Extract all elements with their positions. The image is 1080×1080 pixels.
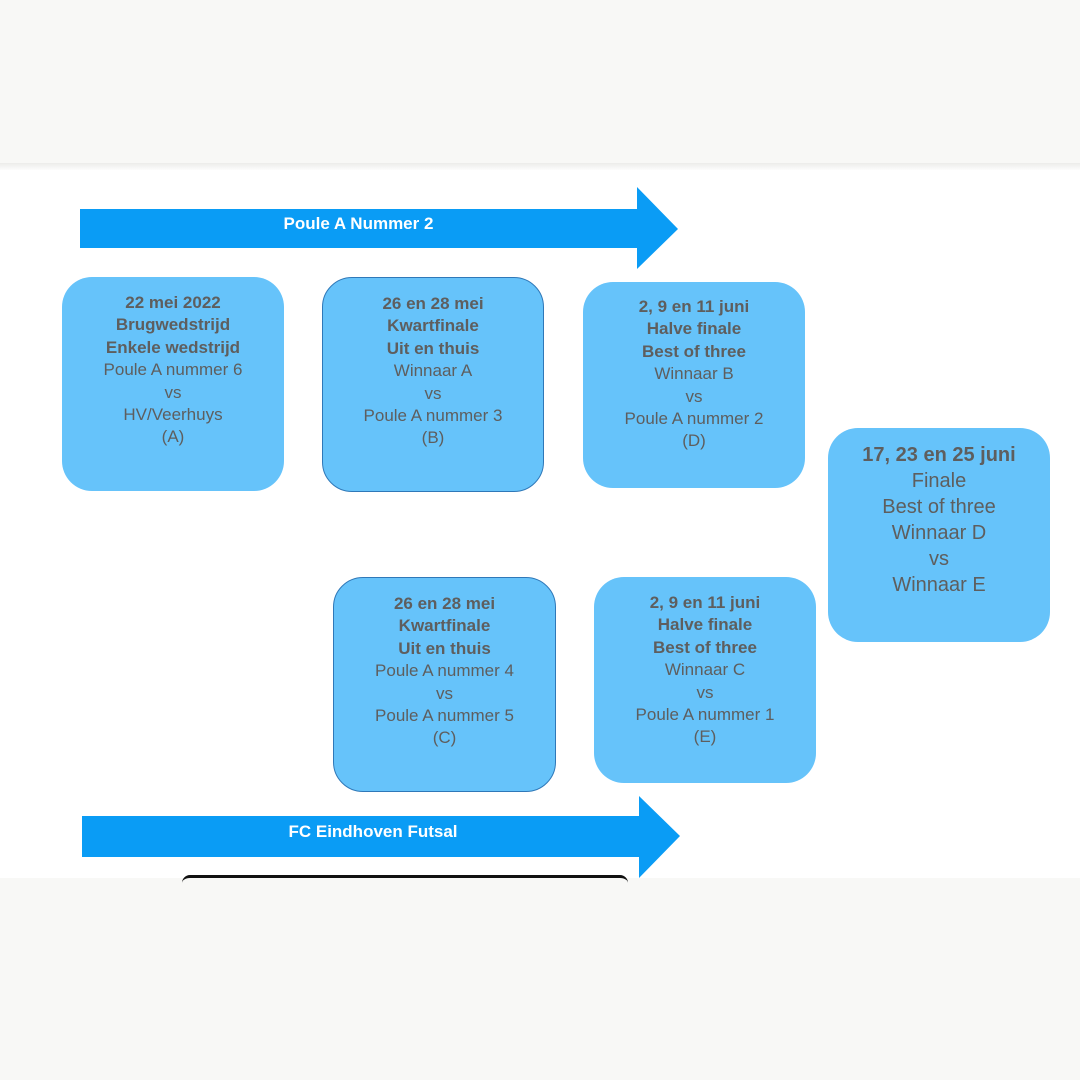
bottom-arrow bbox=[82, 796, 680, 878]
match-date: 22 mei 2022 bbox=[125, 293, 221, 312]
match-box-e: 2, 9 en 11 juni Halve finale Best of thr… bbox=[594, 577, 816, 783]
match-team-2: Poule A nummer 5 bbox=[375, 706, 514, 726]
match-box-b: 26 en 28 mei Kwartfinale Uit en thuis Wi… bbox=[322, 277, 544, 492]
match-round: Finale bbox=[911, 470, 967, 492]
match-box-a: 22 mei 2022 Brugwedstrijd Enkele wedstri… bbox=[62, 277, 284, 491]
bottom-arrow-label: FC Eindhoven Futsal bbox=[288, 822, 458, 841]
match-team-2: Poule A nummer 1 bbox=[635, 705, 775, 725]
match-vs: vs bbox=[685, 386, 703, 406]
match-date: 26 en 28 mei bbox=[393, 594, 496, 613]
match-box-d: 2, 9 en 11 juni Halve finale Best of thr… bbox=[583, 282, 805, 488]
match-date: 26 en 28 mei bbox=[382, 294, 484, 313]
match-team-2: Winnaar E bbox=[892, 574, 986, 596]
match-team-2: HV/Veerhuys bbox=[123, 405, 223, 425]
match-vs: vs bbox=[929, 548, 949, 570]
match-format: Best of three bbox=[642, 341, 746, 361]
match-format: Enkele wedstrijd bbox=[105, 337, 241, 357]
page-edge-shadow bbox=[0, 163, 1080, 171]
match-format: Best of three bbox=[653, 637, 757, 657]
match-format: Uit en thuis bbox=[386, 338, 480, 358]
match-round: Halve finale bbox=[657, 615, 753, 635]
match-round: Kwartfinale bbox=[387, 316, 479, 336]
match-code: (E) bbox=[693, 727, 717, 747]
match-code: (C) bbox=[432, 728, 457, 748]
match-team-1: Winnaar C bbox=[664, 660, 746, 680]
match-team-1: Winnaar A bbox=[393, 361, 473, 381]
match-vs: vs bbox=[424, 383, 442, 403]
match-team-1: Poule A nummer 6 bbox=[103, 360, 243, 380]
bottom-arrow-shape bbox=[82, 796, 680, 878]
top-arrow-shape bbox=[80, 187, 678, 269]
match-format: Uit en thuis bbox=[398, 638, 491, 658]
top-arrow-label: Poule A Nummer 2 bbox=[283, 214, 434, 233]
match-round: Halve finale bbox=[646, 319, 742, 339]
match-format: Best of three bbox=[882, 496, 996, 518]
match-date: 17, 23 en 25 juni bbox=[862, 444, 1016, 466]
cropped-shape-outline bbox=[182, 875, 628, 885]
match-date: 2, 9 en 11 juni bbox=[649, 593, 761, 612]
top-arrow bbox=[80, 187, 678, 269]
bottom-margin-band bbox=[0, 878, 1080, 1080]
match-vs: vs bbox=[164, 382, 182, 402]
match-code: (D) bbox=[682, 431, 706, 451]
match-vs: vs bbox=[696, 682, 714, 702]
match-vs: vs bbox=[436, 683, 453, 703]
match-box-final: 17, 23 en 25 juni Finale Best of three W… bbox=[828, 428, 1050, 642]
match-round: Kwartfinale bbox=[398, 616, 491, 636]
match-round: Brugwedstrijd bbox=[115, 315, 231, 335]
match-team-2: Poule A nummer 3 bbox=[363, 406, 503, 426]
match-box-c: 26 en 28 mei Kwartfinale Uit en thuis Po… bbox=[333, 577, 556, 792]
match-code: (B) bbox=[421, 428, 445, 448]
match-team-1: Winnaar D bbox=[891, 522, 987, 544]
match-team-1: Winnaar B bbox=[654, 364, 734, 384]
match-team-2: Poule A nummer 2 bbox=[624, 409, 764, 429]
top-margin-band bbox=[0, 0, 1080, 163]
match-date: 2, 9 en 11 juni bbox=[638, 297, 750, 316]
match-team-1: Poule A nummer 4 bbox=[375, 661, 514, 681]
match-code: (A) bbox=[161, 427, 185, 447]
